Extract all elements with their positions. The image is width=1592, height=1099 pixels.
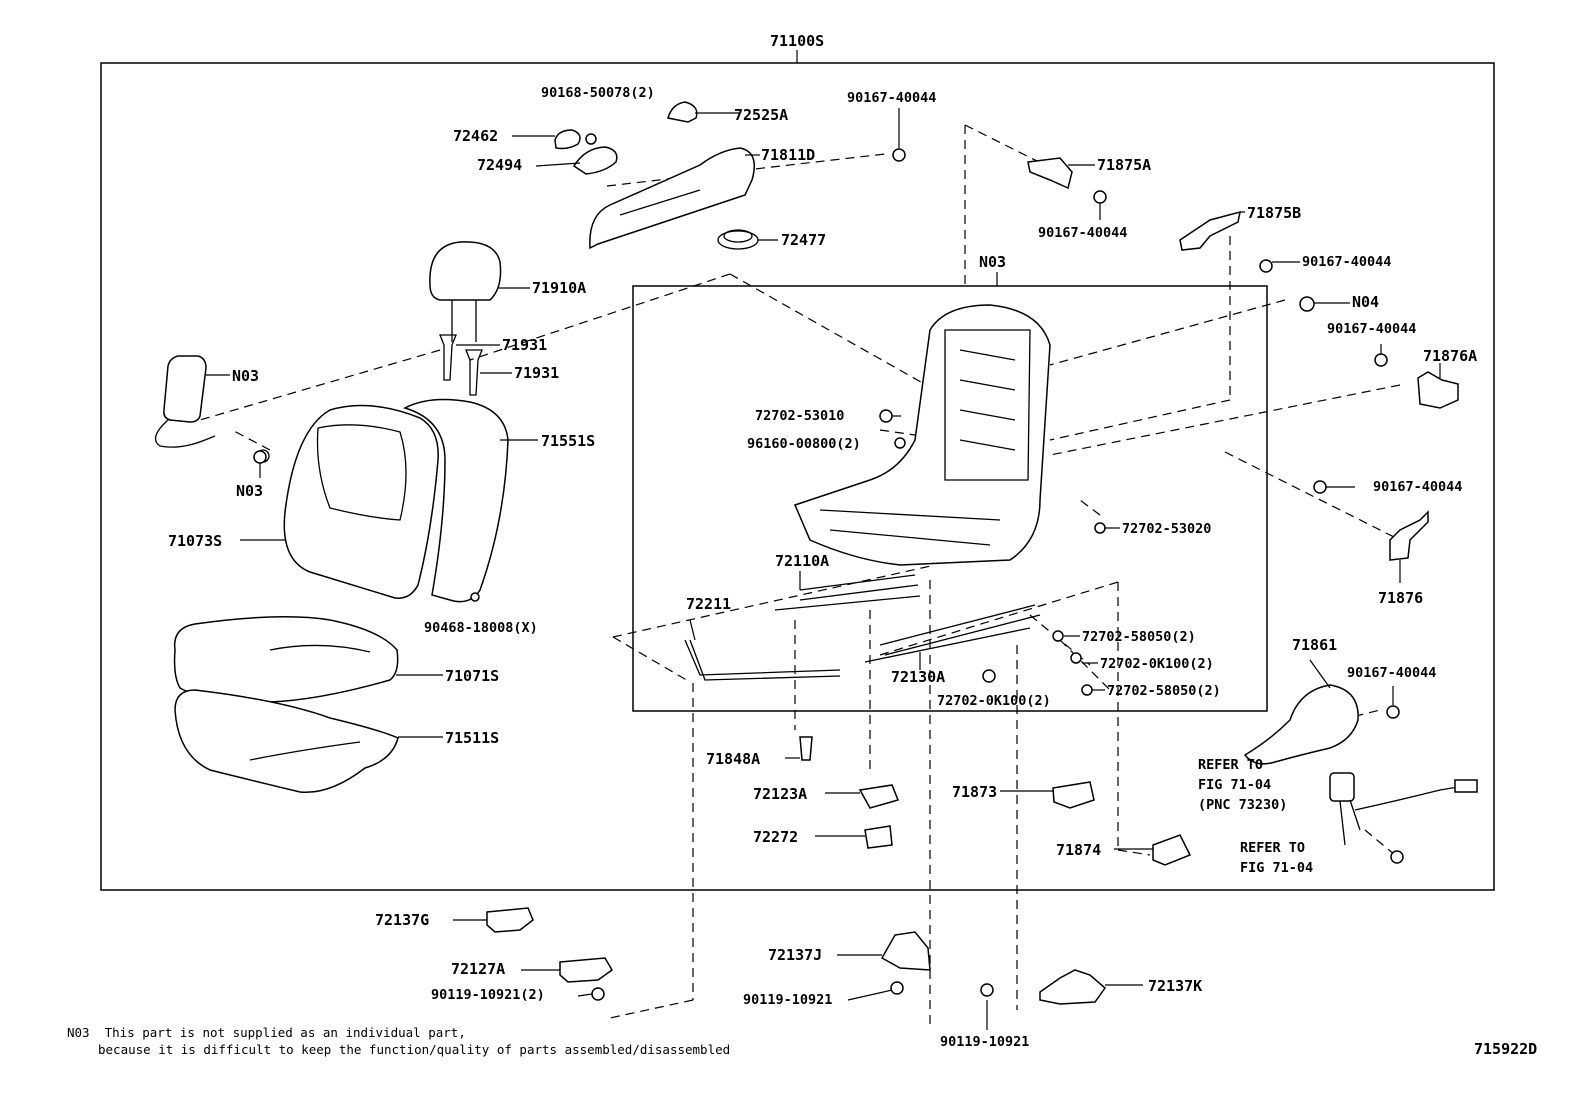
label-72110a: 72110A	[775, 552, 829, 570]
cover-72137k-part	[1039, 969, 1107, 1005]
label-72702-0k100-a: 72702-0K100(2)	[1100, 656, 1214, 672]
label-71874: 71874	[1056, 841, 1101, 859]
label-72702-58050-a: 72702-58050(2)	[1082, 629, 1196, 645]
seatbelt-buckle-part	[1329, 772, 1478, 846]
label-72525a: 72525A	[734, 106, 788, 124]
cover-72137g-part	[486, 907, 534, 933]
label-72127a: 72127A	[451, 960, 505, 978]
cushion-cover-part	[173, 616, 399, 703]
label-71811d: 71811D	[761, 146, 815, 164]
label-90167-40044-d: 90167-40044	[1327, 321, 1416, 337]
rod-72211-part	[684, 639, 841, 681]
lever-71861-part	[1243, 684, 1359, 765]
sub-box-label: N03	[979, 253, 1006, 271]
label-72702-0k100-b: 72702-0K100(2)	[937, 693, 1051, 709]
label-72702-53020: 72702-53020	[1122, 521, 1211, 537]
label-71931-a: 71931	[502, 336, 547, 354]
label-71551s: 71551S	[541, 432, 595, 450]
label-refer-a-2: FIG 71-04	[1198, 777, 1271, 793]
label-72272: 72272	[753, 828, 798, 846]
label-71511s: 71511S	[445, 729, 499, 747]
figure-id: 715922D	[1474, 1040, 1537, 1058]
bracket-72123a-part	[858, 784, 900, 809]
label-72702-53010: 72702-53010	[755, 408, 844, 424]
label-71931-b: 71931	[514, 364, 559, 382]
side-airbag-part	[154, 355, 270, 463]
label-90167-40044-b: 90167-40044	[1038, 225, 1127, 241]
screw-90168-part	[585, 133, 597, 145]
label-71910a: 71910A	[532, 279, 586, 297]
label-90167-40044-a: 90167-40044	[847, 90, 936, 106]
label-72130a: 72130A	[891, 668, 945, 686]
label-71873: 71873	[952, 783, 997, 801]
label-90167-40044-f: 90167-40044	[1347, 665, 1436, 681]
label-90119-10921-b: 90119-10921	[743, 992, 832, 1008]
assembly-label: 71100S	[770, 32, 824, 50]
label-refer-a-3: (PNC 73230)	[1198, 797, 1287, 813]
clip-72525a-part	[667, 101, 698, 123]
bracket-71876-part	[1389, 510, 1429, 561]
headrest-part	[429, 241, 502, 342]
bolt-71848a-part	[799, 736, 813, 761]
bracket-71873-part	[1052, 781, 1095, 809]
bracket-71874-part	[1152, 834, 1192, 866]
label-72137g: 72137G	[375, 911, 429, 929]
bracket-71876a-part	[1417, 371, 1459, 409]
seatback-pad-part	[403, 398, 509, 603]
hinge-cover-part	[589, 147, 755, 250]
knob-cap-part	[554, 129, 581, 150]
label-90168-50078: 90168-50078(2)	[541, 85, 655, 101]
footnote-line1: N03 This part is not supplied as an indi…	[67, 1025, 466, 1040]
label-72123a: 72123A	[753, 785, 807, 803]
label-71861: 71861	[1292, 636, 1337, 654]
label-71073s: 71073S	[168, 532, 222, 550]
footnote-line2: because it is difficult to keep the func…	[98, 1042, 730, 1057]
bracket-71875b-part	[1179, 210, 1241, 251]
label-refer-b-1: REFER TO	[1240, 840, 1305, 856]
spring-72477-part	[717, 229, 759, 250]
clip-72272-part	[864, 825, 893, 849]
label-71848a: 71848A	[706, 750, 760, 768]
label-90119-10921-a: 90119-10921(2)	[431, 987, 545, 1003]
label-90119-10921-c: 90119-10921	[940, 1034, 1029, 1050]
label-n03-a: N03	[232, 367, 259, 385]
label-90468-18008: 90468-18008(X)	[424, 620, 538, 636]
label-72137j: 72137J	[768, 946, 822, 964]
label-72137k: 72137K	[1148, 977, 1202, 995]
label-72462: 72462	[453, 127, 498, 145]
cover-72137j-part	[880, 931, 931, 971]
seat-frame-part	[793, 304, 1051, 566]
frame-subassembly-box	[632, 285, 1268, 712]
label-leaders	[205, 108, 1441, 1030]
cushion-pad-part	[174, 689, 399, 794]
label-72477: 72477	[781, 231, 826, 249]
cover-72127a-part	[559, 957, 613, 983]
label-n04: N04	[1352, 293, 1379, 311]
label-72702-58050-b: 72702-58050(2)	[1107, 683, 1221, 699]
label-n03-b: N03	[236, 482, 263, 500]
label-90167-40044-c: 90167-40044	[1302, 254, 1391, 270]
label-72211: 72211	[686, 595, 731, 613]
headrest-guide-part	[439, 334, 483, 396]
label-refer-a-1: REFER TO	[1198, 757, 1263, 773]
label-71071s: 71071S	[445, 667, 499, 685]
label-96160-00800: 96160-00800(2)	[747, 436, 861, 452]
label-refer-b-2: FIG 71-04	[1240, 860, 1313, 876]
label-72494: 72494	[477, 156, 522, 174]
recliner-knob-part	[572, 146, 618, 175]
label-71875a: 71875A	[1097, 156, 1151, 174]
seat-track-part	[774, 574, 1041, 663]
label-90167-40044-e: 90167-40044	[1373, 479, 1462, 495]
fasteners	[253, 148, 1404, 1001]
label-71876a: 71876A	[1423, 347, 1477, 365]
label-71876: 71876	[1378, 589, 1423, 607]
label-71875b: 71875B	[1247, 204, 1301, 222]
bracket-71875a-part	[1027, 157, 1073, 190]
seatback-cover-part	[283, 404, 439, 599]
